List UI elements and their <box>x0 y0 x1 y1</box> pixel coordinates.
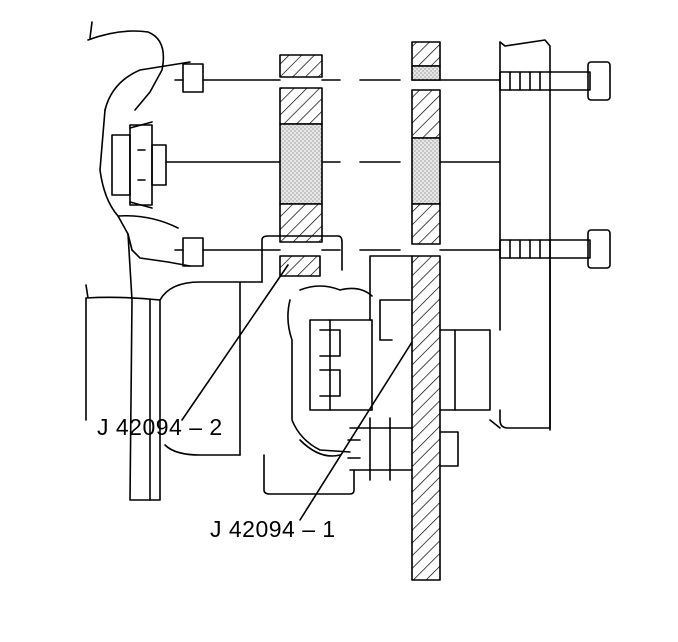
steering-knuckle <box>85 21 241 501</box>
hub-bearing-housing <box>239 235 491 495</box>
upper-forcing-bolt <box>499 61 611 101</box>
hub-nut <box>111 121 167 209</box>
upper-knuckle-bolt <box>174 63 204 93</box>
tool-plate-j42094-2 <box>279 54 323 277</box>
lower-forcing-bolt <box>499 229 611 269</box>
callout-leaders <box>181 264 413 521</box>
lower-knuckle-bolt <box>174 237 204 267</box>
wheel-stud <box>347 417 459 481</box>
alignment-lines <box>165 79 501 251</box>
tool-plate-j42094-1 <box>411 41 441 581</box>
callout-j42094-1: J 42094 – 1 <box>210 516 336 542</box>
callout-j42094-2: J 42094 – 2 <box>97 414 223 440</box>
support-frame <box>489 39 551 431</box>
